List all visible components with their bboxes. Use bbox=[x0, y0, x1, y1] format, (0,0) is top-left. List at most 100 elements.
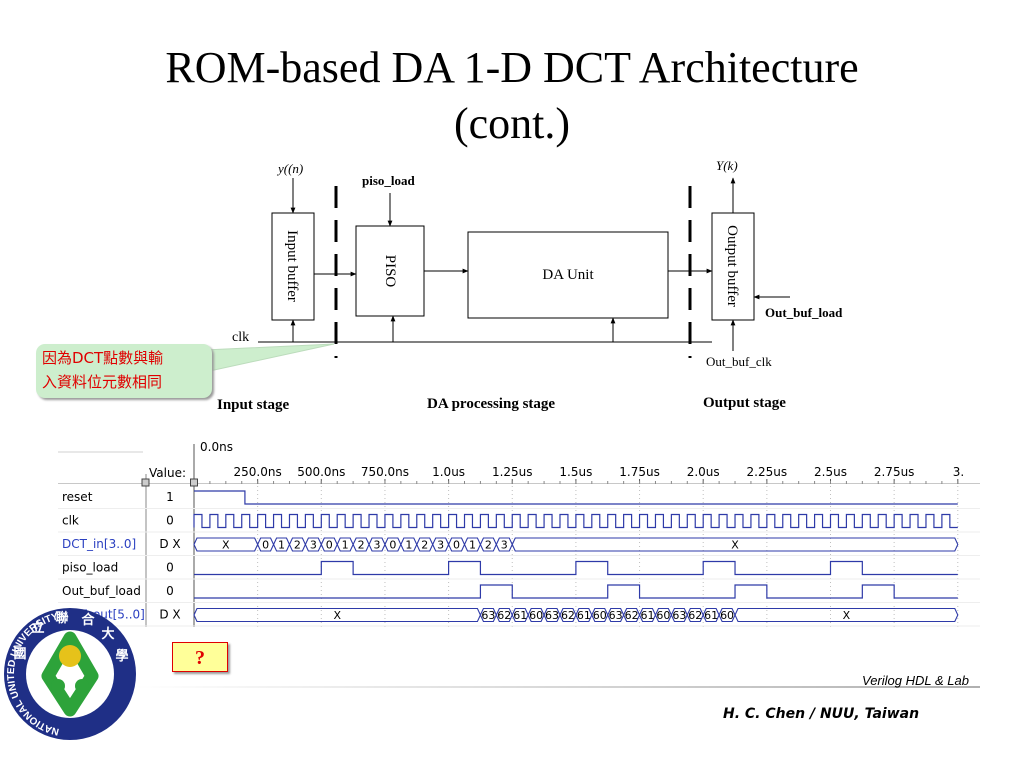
waveform-header bbox=[58, 436, 980, 484]
logo-seal-char: 學 bbox=[115, 648, 128, 664]
time-tick-label: 2.5us bbox=[814, 465, 847, 479]
question-box: ? bbox=[172, 642, 228, 672]
bus-segment-value: 63 bbox=[672, 609, 686, 622]
piso-block bbox=[355, 225, 425, 317]
signal-name: clk bbox=[62, 514, 79, 528]
time-zero-handle bbox=[190, 478, 198, 487]
bus-segment bbox=[734, 607, 959, 623]
time-tick-label: 1.0us bbox=[432, 465, 465, 479]
footer-divider bbox=[135, 686, 980, 688]
bus-segment-value: X bbox=[222, 539, 230, 552]
input-buffer-label: Input buffer bbox=[284, 230, 300, 302]
bus-segment-value: 61 bbox=[577, 609, 591, 622]
waveform-trace bbox=[194, 584, 958, 599]
callout-note: 因為DCT點數與輸 入資料位元數相同 bbox=[36, 344, 212, 398]
bus-segment-value: 0 bbox=[326, 539, 333, 552]
bus-segment-value: 3 bbox=[501, 539, 508, 552]
bus-segment-value: 62 bbox=[625, 609, 639, 622]
signal-value: 0 bbox=[166, 561, 174, 575]
bus-segment-value: X bbox=[731, 539, 739, 552]
clock-trace bbox=[193, 513, 958, 529]
bus-segment-value: 62 bbox=[561, 609, 575, 622]
out-buf-clk-label: Out_buf_clk bbox=[706, 354, 772, 369]
time-tick-label: 2.75us bbox=[874, 465, 915, 479]
footer-subtitle: Verilog HDL & Lab bbox=[862, 673, 969, 688]
signal-name: reset bbox=[62, 490, 93, 504]
signal-value: D X bbox=[159, 608, 180, 622]
value-header: Value: bbox=[149, 466, 186, 480]
logo-inner-disc bbox=[26, 630, 114, 718]
bus-segment-value: 63 bbox=[609, 609, 623, 622]
logo-seal-char: 國 bbox=[13, 647, 26, 662]
bus-segment-value: 2 bbox=[294, 539, 301, 552]
bus-segment-value: 61 bbox=[513, 609, 527, 622]
bus-segment-value: 2 bbox=[485, 539, 492, 552]
waveform-trace bbox=[194, 560, 958, 576]
signal-value: 0 bbox=[166, 584, 174, 598]
output-buffer-label: Output buffer bbox=[724, 225, 740, 307]
logo-seal-char: 立 bbox=[31, 620, 44, 636]
time-tick-label: 1.25us bbox=[492, 465, 533, 479]
bus-segment-value: 1 bbox=[469, 539, 476, 552]
bus-segment-value: 1 bbox=[278, 539, 285, 552]
waveform-trace bbox=[194, 490, 958, 505]
bus-segment-value: 60 bbox=[593, 609, 607, 622]
signal-name: DCT_in[3..0] bbox=[62, 537, 136, 551]
bus-segment-value: 63 bbox=[481, 609, 495, 622]
bus-segment-value: 3 bbox=[310, 539, 317, 552]
output-signal-label: Y(k) bbox=[716, 158, 738, 173]
time-tick-label: 1.75us bbox=[619, 465, 660, 479]
bus-segment-value: 0 bbox=[389, 539, 396, 552]
da-stage-label: DA processing stage bbox=[427, 396, 555, 412]
signal-value: D X bbox=[159, 537, 180, 551]
architecture-diagram: y((n) Y(k) piso_load Input buffer PISO D… bbox=[204, 158, 843, 413]
bus-segment-value: 3 bbox=[437, 539, 444, 552]
slide-title: ROM-based DA 1-D DCT Architecture (cont.… bbox=[0, 40, 1024, 152]
signal-name: piso_load bbox=[62, 561, 118, 575]
bus-segment-value: 60 bbox=[529, 609, 543, 622]
input-signal-label: y((n) bbox=[276, 161, 303, 176]
out-buf-load-label: Out_buf_load bbox=[765, 305, 843, 320]
piso-label: PISO bbox=[382, 255, 398, 288]
piso-load-label: piso_load bbox=[362, 173, 416, 188]
signal-value: 0 bbox=[166, 514, 174, 528]
logo-seal-char: 大 bbox=[101, 626, 114, 642]
time-tick-label: 750.0ns bbox=[361, 465, 409, 479]
da-unit-block bbox=[467, 231, 669, 319]
bus-segment-value: 0 bbox=[453, 539, 460, 552]
bus-segment-value: X bbox=[843, 609, 851, 622]
logo-emblem bbox=[41, 631, 99, 717]
time-tick-label: 250.0ns bbox=[234, 465, 282, 479]
bus-segment-value: 2 bbox=[358, 539, 365, 552]
bus-segment-value: 63 bbox=[545, 609, 559, 622]
bus-segment-value: 61 bbox=[641, 609, 655, 622]
da-unit-label: DA Unit bbox=[542, 267, 594, 283]
bus-segment-value: 62 bbox=[688, 609, 702, 622]
bus-segment-value: 61 bbox=[704, 609, 718, 622]
university-logo: NATIONAL UNITED UNIVERSITY 國 立 聯 合 大 學 bbox=[4, 608, 136, 740]
bus-segment-value: 62 bbox=[497, 609, 511, 622]
bus-segment-value: 3 bbox=[373, 539, 380, 552]
callout-line-1: 因為DCT點數與輸 bbox=[42, 349, 164, 367]
signal-name: Out_buf_load bbox=[62, 584, 141, 598]
start-time-label: 0.0ns bbox=[200, 440, 233, 454]
bus-segment-value: 2 bbox=[421, 539, 428, 552]
bus-segment-value: 60 bbox=[720, 609, 734, 622]
title-line-1: ROM-based DA 1-D DCT Architecture bbox=[165, 43, 859, 92]
name-column-handle bbox=[141, 478, 150, 487]
output-buffer-block bbox=[711, 212, 755, 321]
bus-segment bbox=[511, 537, 959, 552]
input-stage-label: Input stage bbox=[217, 397, 289, 413]
title-line-2: (cont.) bbox=[453, 99, 571, 148]
callout-pointer bbox=[204, 343, 335, 373]
logo-seal-char: 聯 bbox=[55, 610, 68, 626]
bus-segment-value: 60 bbox=[656, 609, 670, 622]
bus-segment-value: 1 bbox=[342, 539, 349, 552]
time-tick-label: 2.25us bbox=[747, 465, 788, 479]
signal-value: 1 bbox=[166, 490, 174, 504]
output-stage-label: Output stage bbox=[703, 395, 786, 411]
bus-segment-value: X bbox=[333, 609, 341, 622]
time-tick-label: 2.0us bbox=[687, 465, 720, 479]
input-buffer-block bbox=[271, 212, 315, 321]
callout-line-2: 入資料位元數相同 bbox=[42, 373, 163, 391]
